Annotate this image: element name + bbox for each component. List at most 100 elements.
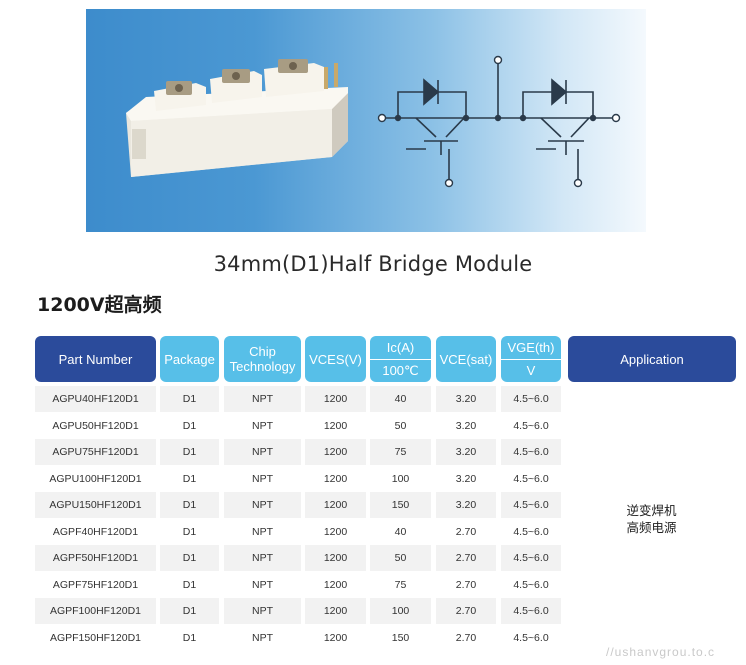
cell-vces: 1200	[305, 386, 366, 412]
cell-vge-th: 4.5~6.0	[501, 465, 561, 492]
cell-vge-th: 4.5~6.0	[501, 624, 561, 651]
cell-ic: 150	[370, 624, 431, 651]
cell-part-number: AGPF150HF120D1	[35, 624, 156, 651]
cell-part-number: AGPF40HF120D1	[35, 518, 156, 545]
cell-chip-technology: NPT	[224, 518, 301, 545]
cell-chip-technology: NPT	[224, 624, 301, 651]
application-cell: 逆变焊机 高频电源	[568, 388, 735, 650]
cell-chip-technology: NPT	[224, 465, 301, 492]
cell-part-number: AGPF100HF120D1	[35, 598, 156, 624]
cell-vces: 1200	[305, 439, 366, 465]
cell-part-number: AGPU40HF120D1	[35, 386, 156, 412]
cell-vge-th: 4.5~6.0	[501, 386, 561, 412]
cell-ic: 100	[370, 465, 431, 492]
header-chip-label-line2: Technology	[229, 359, 296, 374]
cell-ic: 75	[370, 439, 431, 465]
cell-package: D1	[160, 439, 219, 465]
header-part-number-label: Part Number	[58, 351, 133, 367]
cell-package: D1	[160, 492, 219, 518]
header-vge-th: VGE(th) V	[501, 336, 561, 382]
cell-package: D1	[160, 518, 219, 545]
header-vce-sat-label: VCE(sat)	[439, 351, 493, 367]
cell-part-number: AGPU50HF120D1	[35, 412, 156, 439]
header-ic-label: Ic(A)	[386, 339, 415, 355]
half-bridge-circuit	[384, 64, 614, 179]
cell-ic: 50	[370, 412, 431, 439]
section-title: 1200V超高频	[37, 294, 162, 316]
cell-vce-sat: 3.20	[436, 465, 496, 492]
cell-vces: 1200	[305, 492, 366, 518]
cell-vces: 1200	[305, 545, 366, 571]
cell-vge-th: 4.5~6.0	[501, 412, 561, 439]
cell-chip-technology: NPT	[224, 545, 301, 571]
header-vces: VCES(V)	[305, 336, 366, 382]
header-vge-label: VGE(th)	[507, 339, 555, 355]
cell-vces: 1200	[305, 598, 366, 624]
header-application: Application	[568, 336, 736, 382]
cell-ic: 100	[370, 598, 431, 624]
header-package: Package	[160, 336, 219, 382]
header-application-label: Application	[620, 351, 684, 367]
cell-part-number: AGPF75HF120D1	[35, 571, 156, 598]
hero-banner	[86, 9, 646, 232]
cell-chip-technology: NPT	[224, 386, 301, 412]
cell-package: D1	[160, 545, 219, 571]
cell-vce-sat: 2.70	[436, 518, 496, 545]
cell-package: D1	[160, 571, 219, 598]
cell-vce-sat: 3.20	[436, 439, 496, 465]
cell-ic: 40	[370, 518, 431, 545]
cell-part-number: AGPU100HF120D1	[35, 465, 156, 492]
cell-vge-th: 4.5~6.0	[501, 545, 561, 571]
cell-chip-technology: NPT	[224, 571, 301, 598]
cell-part-number: AGPF50HF120D1	[35, 545, 156, 571]
cell-chip-technology: NPT	[224, 439, 301, 465]
cell-vces: 1200	[305, 465, 366, 492]
cell-ic: 40	[370, 386, 431, 412]
header-chip-label-line1: Chip	[249, 344, 276, 359]
cell-vge-th: 4.5~6.0	[501, 571, 561, 598]
cell-chip-technology: NPT	[224, 412, 301, 439]
application-line-2: 高频电源	[626, 520, 677, 535]
cell-vge-th: 4.5~6.0	[501, 439, 561, 465]
cell-package: D1	[160, 412, 219, 439]
watermark: //ushanvgrou.to.c	[606, 645, 716, 659]
cell-vces: 1200	[305, 624, 366, 651]
header-vces-label: VCES(V)	[309, 351, 362, 367]
cell-vce-sat: 3.20	[436, 412, 496, 439]
header-ic-unit: 100℃	[382, 363, 419, 379]
cell-vce-sat: 3.20	[436, 492, 496, 518]
cell-chip-technology: NPT	[224, 598, 301, 624]
cell-package: D1	[160, 465, 219, 492]
cell-vge-th: 4.5~6.0	[501, 492, 561, 518]
cell-chip-technology: NPT	[224, 492, 301, 518]
page-title: 34mm(D1)Half Bridge Module	[213, 252, 533, 276]
cell-vce-sat: 2.70	[436, 545, 496, 571]
cell-package: D1	[160, 624, 219, 651]
cell-part-number: AGPU150HF120D1	[35, 492, 156, 518]
cell-ic: 75	[370, 571, 431, 598]
cell-package: D1	[160, 386, 219, 412]
cell-vces: 1200	[305, 412, 366, 439]
cell-vce-sat: 3.20	[436, 386, 496, 412]
cell-vce-sat: 2.70	[436, 571, 496, 598]
cell-vce-sat: 2.70	[436, 598, 496, 624]
cell-vces: 1200	[305, 518, 366, 545]
cell-ic: 150	[370, 492, 431, 518]
module-illustration	[126, 55, 621, 188]
cell-vge-th: 4.5~6.0	[501, 598, 561, 624]
header-vge-unit: V	[526, 363, 536, 379]
cell-vge-th: 4.5~6.0	[501, 518, 561, 545]
cell-ic: 50	[370, 545, 431, 571]
application-line-1: 逆变焊机	[626, 503, 677, 518]
cell-vce-sat: 2.70	[436, 624, 496, 651]
cell-vces: 1200	[305, 571, 366, 598]
cell-package: D1	[160, 598, 219, 624]
